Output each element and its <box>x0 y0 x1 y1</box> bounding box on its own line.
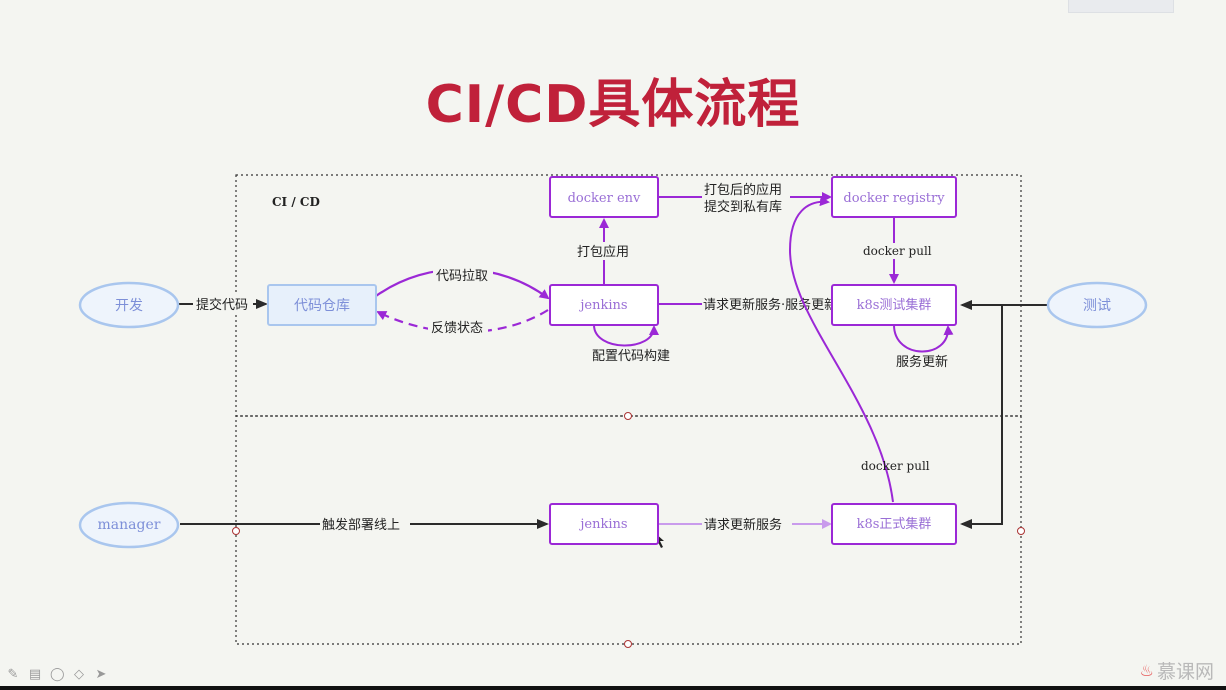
window-corner-widget[interactable] <box>1068 0 1174 13</box>
node-dev[interactable]: 开发 <box>78 281 180 329</box>
label-pull-code: 代码拉取 <box>436 269 488 284</box>
node-k8s-test[interactable]: k8s测试集群 <box>831 284 957 326</box>
logo: ♨ 慕课网 <box>1140 657 1214 684</box>
node-docker-env[interactable]: docker env <box>549 176 659 218</box>
svg-text:k8s测试集群: k8s测试集群 <box>857 297 932 313</box>
pencil-icon[interactable]: ✎ <box>7 667 19 682</box>
node-manager[interactable]: manager <box>78 501 180 549</box>
svg-text:jenkins: jenkins <box>578 298 627 313</box>
comment-icon[interactable]: ◯ <box>50 667 65 682</box>
note-icon[interactable]: ▤ <box>28 667 42 682</box>
annotation-toolbar: ✎ ▤ ◯ ◇ ➤ <box>6 667 108 682</box>
node-docker-registry[interactable]: docker registry <box>831 176 957 218</box>
label-feedback: 反馈状态 <box>431 321 483 336</box>
cursor-icon[interactable]: ➤ <box>95 667 107 682</box>
svg-text:docker env: docker env <box>568 191 641 206</box>
svg-text:开发: 开发 <box>115 298 143 314</box>
svg-text:jenkins: jenkins <box>578 517 627 532</box>
label-request-update-prod: 请求更新服务 <box>704 517 782 533</box>
svg-text:manager: manager <box>98 517 161 533</box>
svg-text:测试: 测试 <box>1083 298 1111 314</box>
frame-label: CI / CD <box>272 195 320 209</box>
label-pushed-line1: 打包后的应用 <box>704 182 782 198</box>
edge-tester-prod <box>960 304 1048 529</box>
eraser-icon[interactable]: ◇ <box>74 667 84 682</box>
svg-text:k8s正式集群: k8s正式集群 <box>857 516 932 532</box>
label-request-update-test: 请求更新服务·服务更新 <box>703 297 837 313</box>
logo-text: 慕课网 <box>1156 661 1214 683</box>
edge-docker-pull-prod <box>788 196 894 503</box>
label-config-build: 配置代码构建 <box>592 349 670 364</box>
svg-text:代码仓库: 代码仓库 <box>294 298 350 314</box>
bottom-bar <box>0 686 1226 690</box>
label-package-app: 打包应用 <box>577 244 629 260</box>
node-k8s-prod[interactable]: k8s正式集群 <box>831 503 957 545</box>
page-title: CI/CD具体流程 <box>425 75 801 135</box>
node-code-repo[interactable]: 代码仓库 <box>267 284 377 326</box>
node-jenkins-ci[interactable]: jenkins <box>549 284 659 326</box>
label-submit-code: 提交代码 <box>196 297 248 313</box>
svg-text:docker registry: docker registry <box>843 191 945 206</box>
edge-service-update <box>893 324 954 353</box>
label-service-update: 服务更新 <box>896 354 948 370</box>
label-docker-pull-prod: docker pull <box>861 459 930 473</box>
flame-icon: ♨ <box>1139 661 1154 680</box>
label-pushed-line2: 提交到私有库 <box>704 199 782 215</box>
label-docker-pull-test: docker pull <box>863 244 932 258</box>
node-tester[interactable]: 测试 <box>1046 281 1148 329</box>
edge-config-build <box>593 324 659 347</box>
label-trigger-deploy: 触发部署线上 <box>322 517 400 533</box>
edge-feedback <box>376 309 549 334</box>
node-jenkins-prod[interactable]: jenkins <box>549 503 659 545</box>
